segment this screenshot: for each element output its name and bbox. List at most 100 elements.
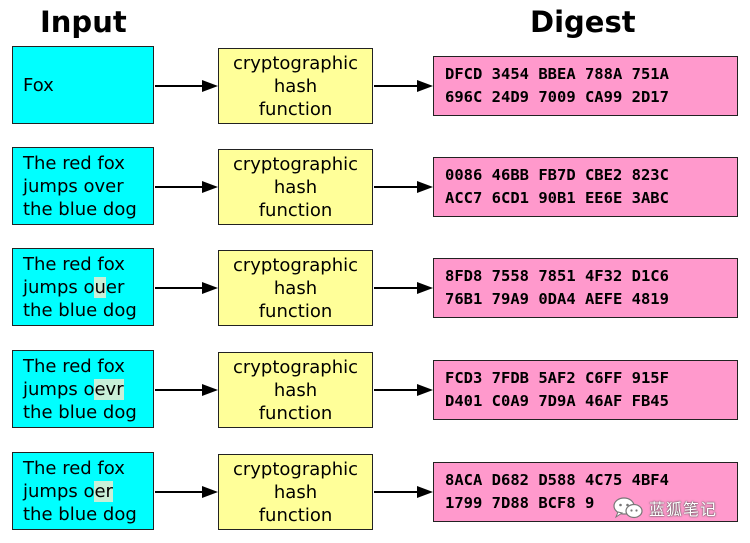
watermark-text: 蓝狐笔记 xyxy=(649,500,718,519)
input-text-segment: jumps o xyxy=(23,480,95,502)
input-line: the blue dog xyxy=(23,503,137,526)
digest-box: DFCD 3454 BBEA 788A 751A 696C 24D9 7009 C… xyxy=(433,56,738,116)
input-text-segment: The red fox xyxy=(23,355,125,377)
input-line: jumps over xyxy=(23,175,137,198)
input-text-segment: jumps over xyxy=(23,175,124,197)
input-text-segment: The red fox xyxy=(23,253,125,275)
digest-line: ACC7 6CD1 90B1 EE6E 3ABC xyxy=(445,189,669,207)
input-text-segment: er xyxy=(105,276,125,298)
digest-box: 0086 46BB FB7D CBE2 823C ACC7 6CD1 90B1 E… xyxy=(433,157,738,217)
digest-line: FCD3 7FDB 5AF2 C6FF 915F xyxy=(445,369,669,387)
digest-line: DFCD 3454 BBEA 788A 751A xyxy=(445,65,669,83)
input-text-segment: Fox xyxy=(23,74,54,96)
arrow-to-digest xyxy=(374,80,433,92)
hash-label-line: hash xyxy=(273,481,318,503)
arrow-to-digest xyxy=(374,384,433,396)
arrow-to-hash xyxy=(155,181,218,193)
digest-box: 8FD8 7558 7851 4F32 D1C6 76B1 79A9 0DA4 A… xyxy=(433,258,738,318)
arrow-to-hash xyxy=(155,486,218,498)
input-text-segment: the blue dog xyxy=(23,503,137,525)
changed-text: evr xyxy=(94,378,124,400)
input-line: jumps ouer xyxy=(23,276,137,299)
hash-label-line: hash xyxy=(273,379,318,401)
hash-label-line: hash xyxy=(273,176,318,198)
digest-line: 8ACA D682 D588 4C75 4BF4 xyxy=(445,471,669,489)
digest-heading: Digest xyxy=(530,5,636,39)
input-line: the blue dog xyxy=(23,299,137,322)
hash-label-line: function xyxy=(258,98,333,120)
hash-label-line: hash xyxy=(273,277,318,299)
wechat-icon xyxy=(613,497,643,519)
hash-label-line: cryptographic xyxy=(232,153,359,175)
digest-line: D401 C0A9 7D9A 46AF FB45 xyxy=(445,392,669,410)
arrow-to-digest xyxy=(374,486,433,498)
arrow-to-digest xyxy=(374,282,433,294)
hash-label-line: function xyxy=(258,199,333,221)
arrow-to-digest xyxy=(374,181,433,193)
input-text-segment: jumps o xyxy=(23,378,95,400)
digest-line: 8FD8 7558 7851 4F32 D1C6 xyxy=(445,267,669,285)
hash-label-line: function xyxy=(258,504,333,526)
hash-label-line: hash xyxy=(273,75,318,97)
input-text-segment: the blue dog xyxy=(23,198,137,220)
hash-label-line: cryptographic xyxy=(232,52,359,74)
digest-line: 696C 24D9 7009 CA99 2D17 xyxy=(445,88,669,106)
digest-line: 76B1 79A9 0DA4 AEFE 4819 xyxy=(445,290,669,308)
input-text-segment: The red fox xyxy=(23,152,125,174)
arrow-to-hash xyxy=(155,282,218,294)
changed-text: er xyxy=(94,480,113,502)
input-line: Fox xyxy=(23,74,54,97)
hash-label-line: cryptographic xyxy=(232,254,359,276)
digest-line: 1799 7D88 BCF8 9 xyxy=(445,494,595,512)
input-heading: Input xyxy=(40,5,127,39)
input-line: The red fox xyxy=(23,457,137,480)
input-text-segment: jumps o xyxy=(23,276,95,298)
input-text-segment: the blue dog xyxy=(23,299,137,321)
input-text-segment: the blue dog xyxy=(23,401,137,423)
arrow-to-hash xyxy=(155,80,218,92)
watermark: 蓝狐笔记 xyxy=(612,496,717,520)
digest-box: 8ACA D682 D588 4C75 4BF4 1799 7D88 BCF8 9 xyxy=(433,462,738,522)
hash-label-line: function xyxy=(258,402,333,424)
input-line: the blue dog xyxy=(23,198,137,221)
input-box: Fox xyxy=(12,46,154,124)
hash-label-line: function xyxy=(258,300,333,322)
digest-box: FCD3 7FDB 5AF2 C6FF 915F D401 C0A9 7D9A 4… xyxy=(433,360,738,420)
input-text: Fox xyxy=(23,74,54,97)
arrow-to-hash xyxy=(155,384,218,396)
changed-text: u xyxy=(94,276,106,298)
input-line: The red fox xyxy=(23,253,137,276)
input-text-segment: The red fox xyxy=(23,457,125,479)
digest-line: 0086 46BB FB7D CBE2 823C xyxy=(445,166,669,184)
input-line: The red fox xyxy=(23,355,137,378)
input-line: the blue dog xyxy=(23,401,137,424)
input-line: jumps oevr xyxy=(23,378,137,401)
hash-label-line: cryptographic xyxy=(232,356,359,378)
input-line: The red fox xyxy=(23,152,137,175)
hash-label-line: cryptographic xyxy=(232,458,359,480)
